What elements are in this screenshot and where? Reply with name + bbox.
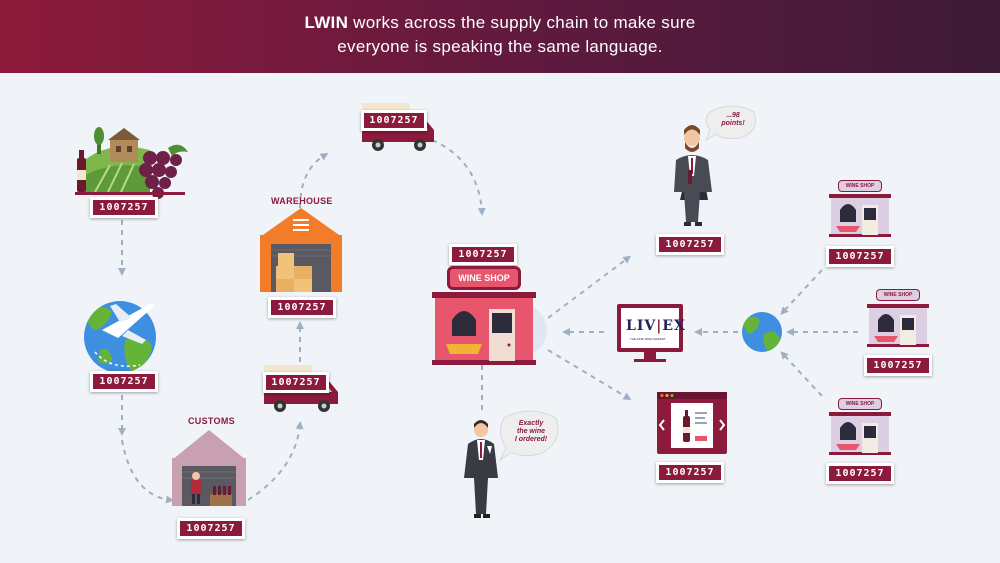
vineyard-icon (77, 127, 188, 199)
customer-bubble-line-3: I ordered! (514, 436, 548, 443)
small-shop-2-sign: WINE SHOP (876, 289, 920, 301)
connector-to-customs (121, 439, 174, 504)
brand-name: LWIN (304, 13, 349, 32)
lwin-code-critic: 1007257 (656, 234, 724, 255)
lwin-code-globe: 1007257 (90, 371, 158, 392)
lwin-code-small-shop-3: 1007257 (826, 463, 894, 484)
main-wine-shop-icon (432, 292, 547, 365)
lwin-code-customs: 1007257 (177, 518, 245, 539)
warehouse-label: WAREHOUSE (271, 196, 333, 206)
connector-shop-to-critic (547, 255, 632, 319)
livex-logo: LIV|EX (626, 318, 686, 334)
lwin-code-small-shop-1: 1007257 (826, 246, 894, 267)
connector-truck-to-shop (431, 139, 486, 216)
lwin-code-truck-lower: 1007257 (263, 372, 329, 393)
customer-speech-bubble (498, 410, 559, 462)
small-wine-shop-2-icon (867, 304, 929, 347)
warehouse-icon (260, 208, 342, 292)
wine-critic-icon (674, 125, 712, 226)
main-wine-shop-sign: WINE SHOP (447, 266, 521, 290)
critic-bubble-text: ...98 points! (714, 112, 752, 128)
small-wine-shop-1-icon (829, 194, 891, 237)
connector-shop-to-website (547, 349, 632, 401)
customer-icon (464, 420, 498, 518)
livex-monitor-icon (617, 304, 683, 362)
globe-plane-icon (84, 301, 156, 373)
connector-shop3-to-globe (780, 351, 823, 397)
connector-lines (118, 139, 858, 504)
livex-tagline: THE FINE WINE MARKET (630, 337, 666, 341)
customer-bubble-text: Exactly the wine I ordered! (508, 420, 554, 444)
livex-logo-divider: | (656, 318, 663, 334)
livex-logo-left: LIV (626, 318, 657, 334)
livex-logo-right: EX (662, 318, 686, 334)
lwin-code-truck-upper: 1007257 (361, 110, 427, 131)
small-wine-shop-3-icon (829, 412, 891, 455)
customs-building-icon (172, 430, 246, 506)
critic-bubble-line-1: ...98 (726, 112, 740, 119)
customer-bubble-line-1: Exactly (518, 420, 544, 427)
header-banner: LWIN works across the supply chain to ma… (0, 0, 1000, 73)
customer-bubble-line-2: the wine (516, 428, 545, 435)
lwin-code-website: 1007257 (656, 462, 724, 483)
small-globe-icon (742, 312, 782, 352)
supply-chain-diagram (75, 103, 929, 518)
website-monitor-icon (657, 392, 727, 454)
critic-speech-bubble (704, 105, 756, 142)
lwin-code-main-shop: 1007257 (449, 244, 517, 265)
header-line-1-text: works across the supply chain to make su… (348, 13, 696, 32)
header-line-2: everyone is speaking the same language. (337, 37, 663, 56)
connector-warehouse-to-truck (299, 152, 329, 209)
small-shop-3-sign: WINE SHOP (838, 398, 882, 410)
connector-customs-to-truck (247, 421, 304, 501)
critic-bubble-line-2: points! (721, 120, 745, 127)
customs-label: CUSTOMS (188, 416, 235, 426)
connector-shop1-to-globe (780, 269, 823, 315)
lwin-code-vineyard: 1007257 (90, 197, 158, 218)
lwin-code-warehouse: 1007257 (268, 297, 336, 318)
lwin-code-small-shop-2: 1007257 (864, 355, 932, 376)
header-line-1: LWIN works across the supply chain to ma… (0, 13, 1000, 33)
small-shop-1-sign: WINE SHOP (838, 180, 882, 192)
